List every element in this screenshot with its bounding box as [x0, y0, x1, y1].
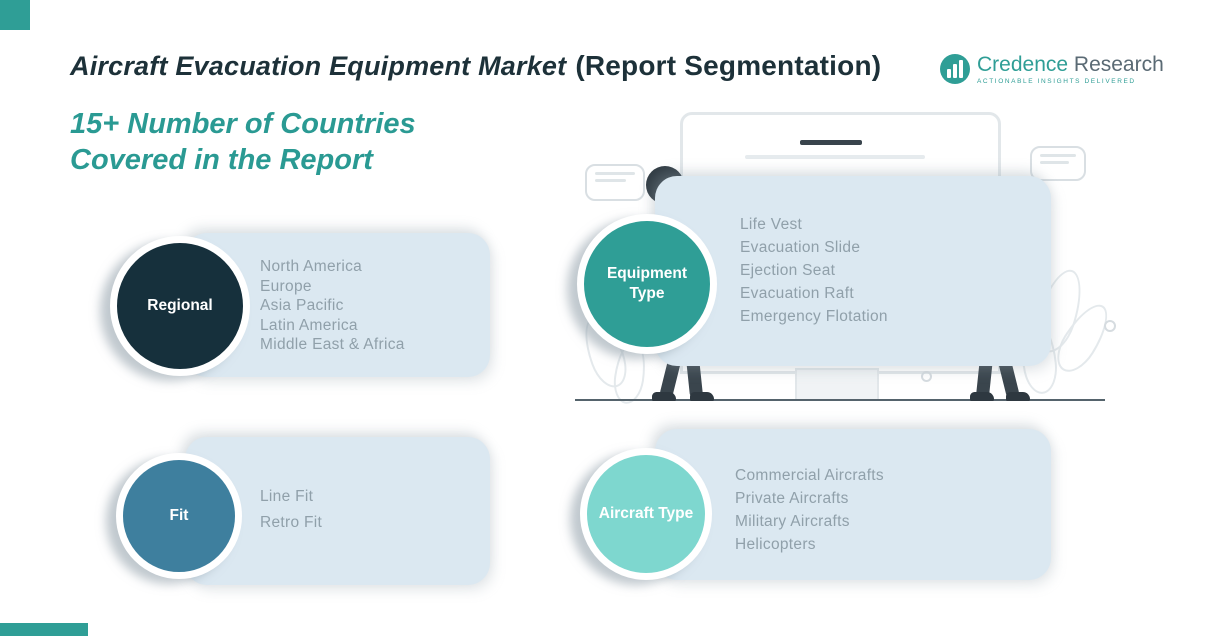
logo-brand-name: Credence Research — [977, 53, 1164, 76]
laptop-stand-illustration — [795, 368, 879, 401]
list-item: Evacuation Raft — [740, 285, 854, 302]
list-item: Commercial Aircrafts — [735, 467, 884, 484]
list-item: North America — [260, 258, 363, 275]
corner-accent-bottom-left — [0, 623, 88, 636]
segment-circle-regional: Regional — [110, 236, 250, 376]
person-shoe-illustration — [970, 392, 994, 401]
segment-circle-equipment-type: Equipment Type — [577, 214, 717, 354]
person-shoe-illustration — [652, 392, 676, 401]
page-title: Aircraft Evacuation Equipment Market (Rep… — [70, 50, 881, 82]
list-item: Military Aircrafts — [735, 513, 850, 530]
speech-bubble-icon — [585, 164, 645, 201]
ground-line-illustration — [575, 399, 1105, 401]
person-shoe-illustration — [690, 392, 714, 401]
corner-accent-top-left — [0, 0, 30, 30]
person-shoe-illustration — [1006, 392, 1030, 401]
list-item: Latin America — [260, 316, 358, 334]
segment-label-fit: Fit — [169, 506, 189, 524]
segment-label-regional: Regional — [147, 296, 213, 314]
logo-bar-chart-icon — [940, 54, 970, 84]
list-item: Helicopters — [735, 536, 816, 553]
list-item: Line Fit — [260, 488, 314, 505]
list-item: Private Aircrafts — [735, 490, 849, 507]
list-item: Emergency Flotation — [740, 308, 888, 325]
list-item: Ejection Seat — [740, 262, 836, 279]
speech-bubble-icon — [1030, 146, 1086, 181]
logo-tagline: Actionable Insights Delivered — [977, 78, 1136, 85]
list-item: Life Vest — [740, 216, 803, 233]
laptop-screen-text-line — [745, 155, 925, 159]
credence-research-logo: Credence Research Actionable Insights De… — [940, 54, 1164, 85]
dot-decoration — [1104, 320, 1116, 332]
logo-text: Credence Research Actionable Insights De… — [977, 53, 1164, 86]
segment-circle-fit: Fit — [116, 453, 242, 579]
list-item: Evacuation Slide — [740, 239, 861, 256]
dot-decoration — [921, 371, 932, 382]
list-item: Middle East & Africa — [260, 336, 405, 353]
laptop-screen-text-line — [800, 140, 862, 145]
segment-circle-aircraft-type: Aircraft Type — [580, 448, 712, 580]
title-main: Aircraft Evacuation Equipment Market — [70, 51, 567, 81]
subtitle-line-2: Covered in the Report — [70, 144, 373, 176]
title-parenthetical: (Report Segmentation) — [575, 50, 882, 81]
list-item: Europe — [260, 277, 312, 295]
list-item: Asia Pacific — [260, 297, 344, 314]
list-item: Retro Fit — [260, 514, 323, 531]
subtitle-line-1: 15+ Number of Countries — [70, 108, 416, 140]
segment-label-aircraft-type: Aircraft Type — [598, 504, 694, 522]
subtitle: 15+ Number of Countries Covered in the R… — [70, 106, 416, 178]
segment-label-equipment-type: Equipment Type — [606, 264, 688, 302]
